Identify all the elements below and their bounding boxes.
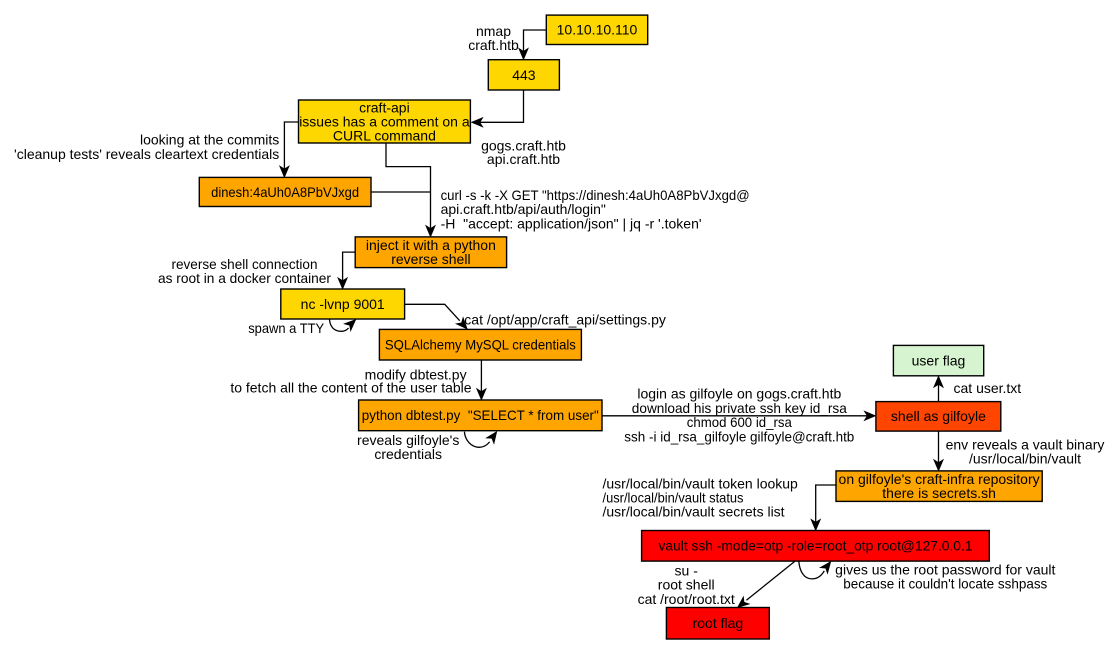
svg-text:python dbtest.py "SELECT * fr: python dbtest.py "SELECT * from user": [362, 407, 599, 423]
svg-text:as root in a docker container: as root in a docker container: [158, 270, 331, 286]
svg-text:cat /root/root.txt: cat /root/root.txt: [638, 591, 735, 607]
svg-text:login as gilfoyle on gogs.craf: login as gilfoyle on gogs.craft.htb: [637, 386, 841, 402]
svg-text:10.10.10.110: 10.10.10.110: [557, 22, 638, 38]
svg-text:api.craft.htb/api/auth/login": api.craft.htb/api/auth/login": [441, 201, 606, 217]
svg-text:root shell: root shell: [658, 577, 715, 593]
svg-text:'cleanup tests' reveals cleart: 'cleanup tests' reveals cleartext creden…: [14, 146, 279, 162]
svg-text:CURL command: CURL command: [333, 127, 436, 143]
svg-text:there is secrets.sh: there is secrets.sh: [882, 485, 996, 501]
svg-text:reveals gilfoyle's: reveals gilfoyle's: [357, 432, 459, 448]
svg-text:reverse shell connection: reverse shell connection: [172, 256, 318, 272]
svg-text:gogs.craft.htb: gogs.craft.htb: [481, 137, 566, 153]
svg-text:/usr/local/bin/vault: /usr/local/bin/vault: [969, 451, 1081, 467]
svg-text:env reveals a vault binary: env reveals a vault binary: [946, 437, 1105, 453]
svg-text:spawn a TTY: spawn a TTY: [248, 320, 325, 336]
svg-text:/usr/local/bin/vault secrets l: /usr/local/bin/vault secrets list: [603, 503, 785, 519]
svg-text:download his private ssh key i: download his private ssh key id_rsa: [632, 400, 847, 416]
svg-text:su -: su -: [675, 563, 699, 579]
svg-text:vault ssh -mode=otp -role=root: vault ssh -mode=otp -role=root_otp root@…: [659, 538, 973, 554]
svg-text:nmap: nmap: [476, 23, 511, 39]
svg-text:craft-api: craft-api: [359, 99, 410, 115]
svg-text:reverse shell: reverse shell: [391, 251, 470, 267]
svg-text:issues has a comment on a: issues has a comment on a: [299, 113, 470, 129]
svg-text:because it couldn't locate ssh: because it couldn't locate sshpass: [843, 575, 1047, 591]
svg-text:dinesh:4aUh0A8PbVJxgd: dinesh:4aUh0A8PbVJxgd: [211, 184, 359, 200]
svg-text:to fetch all the content of th: to fetch all the content of the user tab…: [230, 379, 471, 395]
svg-text:ssh -i id_rsa_gilfoyle gilfoyl: ssh -i id_rsa_gilfoyle gilfoyle@craft.ht…: [624, 428, 854, 444]
svg-text:/usr/local/bin/vault token loo: /usr/local/bin/vault token lookup: [603, 475, 799, 491]
svg-text:inject it with a python: inject it with a python: [366, 237, 496, 253]
svg-text:root flag: root flag: [693, 615, 744, 631]
svg-text:curl -s -k -X GET "https://din: curl -s -k -X GET "https://dinesh:4aUh0A…: [441, 187, 750, 203]
svg-text:cat /opt/app/craft_api/setting: cat /opt/app/craft_api/settings.py: [464, 311, 666, 327]
svg-text:gives us the root password for: gives us the root password for vault: [835, 561, 1055, 577]
svg-text:443: 443: [512, 67, 536, 83]
svg-text:craft.htb: craft.htb: [468, 37, 519, 53]
svg-text:credentials: credentials: [374, 446, 442, 462]
svg-text:shell as gilfoyle: shell as gilfoyle: [891, 408, 986, 424]
svg-text:api.craft.htb: api.craft.htb: [487, 151, 560, 167]
svg-text:SQLAlchemy MySQL credentials: SQLAlchemy MySQL credentials: [385, 337, 576, 353]
svg-text:user flag: user flag: [912, 353, 966, 369]
svg-text:chmod 600 id_rsa: chmod 600 id_rsa: [687, 414, 792, 430]
svg-text:cat user.txt: cat user.txt: [954, 380, 1022, 396]
svg-text:-H "accept: application/json": -H "accept: application/json" | jq -r '.…: [441, 215, 702, 231]
svg-text:on gilfoyle's craft-infra repo: on gilfoyle's craft-infra repository: [839, 471, 1040, 487]
svg-text:nc -lvnp 9001: nc -lvnp 9001: [301, 296, 385, 312]
svg-text:/usr/local/bin/vault status: /usr/local/bin/vault status: [603, 489, 744, 505]
svg-text:modify dbtest.py: modify dbtest.py: [365, 366, 467, 382]
svg-text:looking at the commits: looking at the commits: [140, 132, 279, 148]
